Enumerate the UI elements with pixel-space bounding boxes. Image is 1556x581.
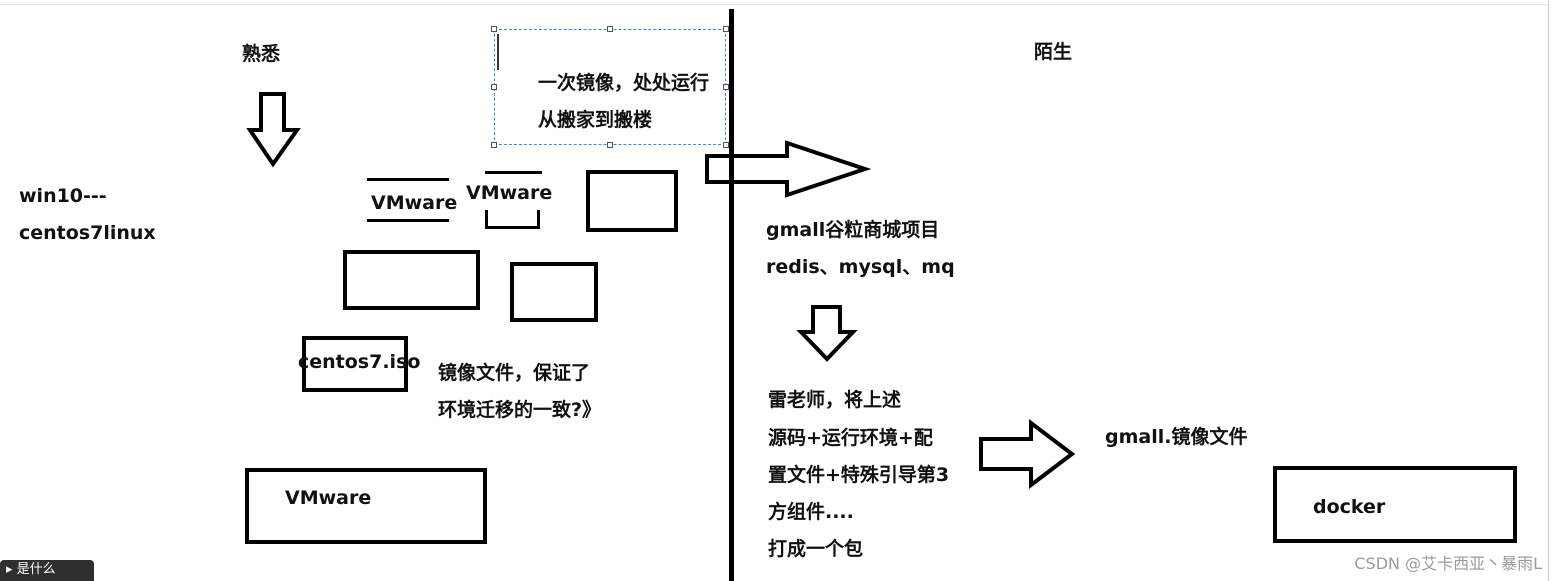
text-caret — [497, 34, 499, 70]
label-centos7linux: centos7linux — [19, 222, 156, 244]
vmware-2-top-line — [485, 171, 542, 174]
label-vmware-2: VMware — [466, 182, 553, 204]
centos-iso-box — [302, 336, 408, 392]
label-gmall-image: gmall.镜像文件 — [1105, 426, 1248, 448]
resize-handle-bottom-left[interactable] — [491, 142, 497, 148]
resize-handle-bottom-right[interactable] — [723, 142, 729, 148]
label-win10: win10--- — [19, 185, 107, 207]
vmware-bottom-box — [245, 468, 487, 544]
label-teacher-line3: 置文件+特殊引导第3 — [768, 464, 950, 486]
canvas-right-edge — [1548, 0, 1549, 581]
label-image-note-line1: 镜像文件，保证了 — [438, 362, 591, 384]
label-image-note-line2: 环境迁移的一致?》 — [438, 399, 602, 421]
label-teacher-line1: 雷老师，将上述 — [768, 389, 902, 411]
vmware-2-bracket-left — [485, 210, 488, 229]
down-arrow-icon — [246, 92, 301, 168]
label-familiar: 熟悉 — [242, 43, 281, 65]
divider-line — [729, 9, 734, 581]
vmware-2-bracket-bottom — [485, 226, 540, 229]
resize-handle-top[interactable] — [607, 26, 613, 32]
label-vmware-bottom: VMware — [285, 487, 372, 509]
resize-handle-bottom[interactable] — [607, 142, 613, 148]
resize-handle-top-left[interactable] — [491, 26, 497, 32]
empty-box-3 — [510, 262, 598, 322]
resize-handle-left[interactable] — [491, 84, 497, 90]
right-arrow-icon — [979, 418, 1076, 490]
vmware-top-line — [367, 178, 449, 181]
tooltip: ▸ 是什么 — [0, 560, 94, 581]
resize-handle-top-right[interactable] — [723, 26, 729, 32]
label-project-line1: gmall谷粒商城项目 — [766, 219, 940, 241]
right-arrow-icon — [705, 140, 872, 198]
canvas-top-edge — [0, 4, 1548, 5]
label-slogan-line1: 一次镜像，处处运行 — [538, 72, 710, 94]
down-arrow-icon — [796, 305, 858, 362]
label-centos-iso: centos7.iso — [298, 351, 421, 373]
vmware-bottom-line — [367, 219, 449, 222]
label-teacher-line4: 方组件.... — [768, 501, 854, 523]
label-stranger: 陌生 — [1034, 41, 1073, 63]
label-teacher-line2: 源码+运行环境+配 — [768, 427, 933, 449]
docker-box — [1273, 466, 1517, 543]
watermark: CSDN @艾卡西亚丶暴雨L — [1354, 554, 1542, 573]
vmware-2-bracket-right — [537, 210, 540, 229]
label-vmware-1: VMware — [371, 192, 458, 214]
label-project-line2: redis、mysql、mq — [766, 256, 955, 278]
label-docker: docker — [1313, 496, 1386, 518]
resize-handle-right[interactable] — [723, 84, 729, 90]
empty-box-2 — [343, 250, 480, 310]
empty-box-1 — [586, 170, 678, 232]
label-teacher-line5: 打成一个包 — [768, 538, 864, 560]
label-slogan-line2: 从搬家到搬楼 — [538, 109, 653, 131]
